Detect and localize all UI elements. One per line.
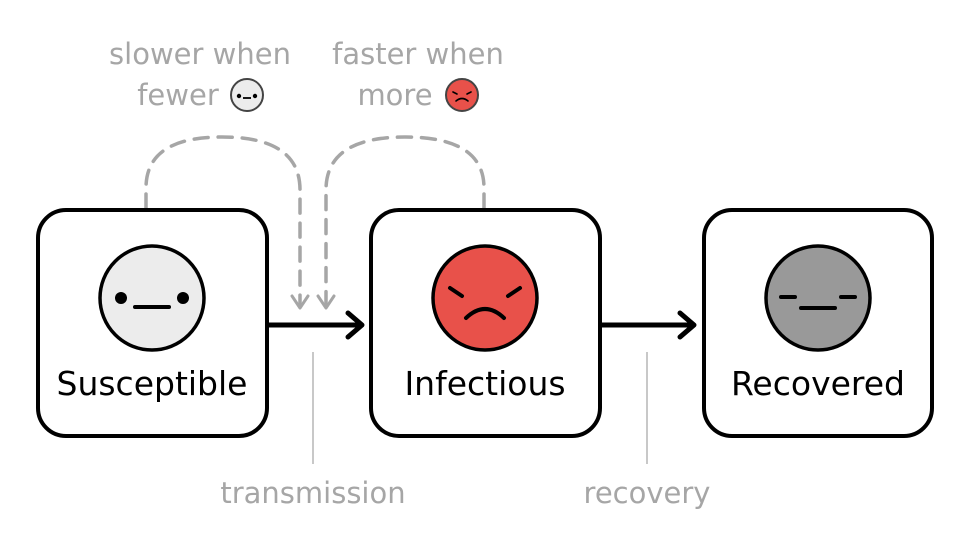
compartment-label-recovered: Recovered [731,364,905,403]
neutral-face-icon [98,244,206,352]
small-sad-face-icon [445,78,479,112]
annotation-faster-line1: faster when [332,37,504,71]
small-neutral-face-icon [230,78,264,112]
sad-face-icon [431,244,539,352]
feedback-arrow-left [144,135,310,310]
compartment-label-infectious: Infectious [404,364,565,403]
annotation-slower-line2: fewer [137,78,219,112]
feedback-arrow-right [316,135,486,310]
annotation-faster-line2: more [357,78,432,112]
compartment-susceptible: Susceptible [36,208,269,438]
annotation-faster: faster when more [332,37,504,112]
compartment-recovered: Recovered [702,208,934,438]
recovery-arrow [597,310,697,340]
flat-face-icon [764,244,872,352]
compartment-infectious: Infectious [369,208,602,438]
transmission-label: transmission [220,476,405,510]
annotation-slower: slower when fewer [109,37,291,112]
compartment-label-susceptible: Susceptible [57,364,248,403]
annotation-slower-line1: slower when [109,37,291,71]
transmission-arrow [265,310,365,340]
recovery-label: recovery [584,476,711,510]
